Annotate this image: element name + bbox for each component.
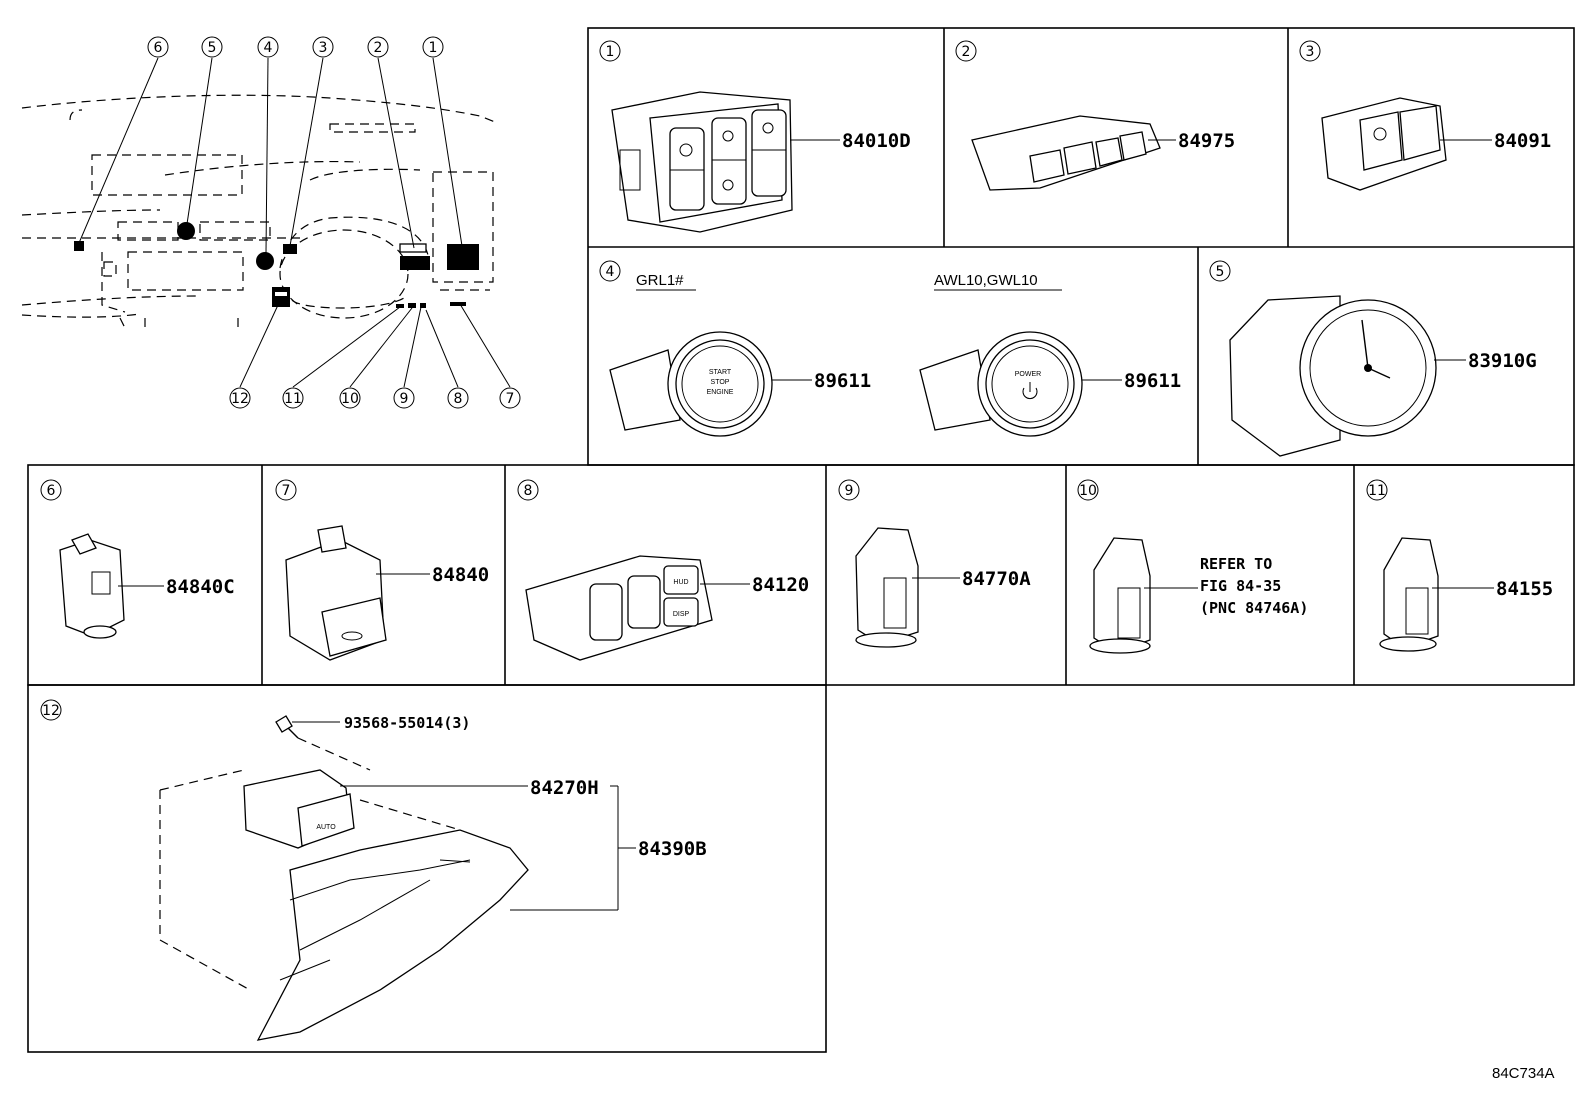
panel-6: 6 84840C — [40, 479, 235, 639]
variant-grl1: GRL1# — [636, 272, 684, 289]
panel-12: 12 93568-55014(3) AUTO 84270H 84390B — [40, 699, 707, 1041]
part-number-84091: 84091 — [1494, 130, 1551, 152]
panel-number: 1 — [606, 44, 615, 60]
refer-line-3: (PNC 84746A) — [1200, 599, 1308, 617]
refer-line-2: FIG 84-35 — [1200, 577, 1281, 595]
refer-line-1: REFER TO — [1200, 555, 1272, 573]
panel-4: 4 GRL1# AWL10,GWL10 START STOP ENGINE 89… — [599, 260, 1181, 437]
engine-label: ENGINE — [707, 389, 734, 396]
overview-callouts: 6 5 4 3 2 1 12 11 10 9 8 7 — [147, 36, 521, 409]
callout-7: 7 — [506, 391, 515, 407]
panel-5: 5 83910G — [1209, 260, 1537, 457]
panel-number: 5 — [1216, 264, 1225, 280]
variant-awl10-gwl10: AWL10,GWL10 — [934, 272, 1038, 289]
callout-6: 6 — [154, 40, 163, 56]
panel-2: 2 84975 — [955, 40, 1235, 191]
bolt-part-number: 93568-55014(3) — [344, 714, 470, 732]
panel-number: 7 — [282, 483, 291, 499]
panel-number: 4 — [606, 264, 615, 280]
panel-number: 9 — [845, 483, 854, 499]
panel-number: 10 — [1079, 483, 1097, 499]
callout-2: 2 — [374, 40, 383, 56]
callout-9: 9 — [400, 391, 409, 407]
auto-label: AUTO — [316, 824, 336, 831]
part-number-89611-a: 89611 — [814, 370, 871, 392]
callout-10: 10 — [341, 391, 359, 407]
part-number-83910G: 83910G — [1468, 350, 1537, 372]
stop-label: STOP — [711, 379, 730, 386]
callout-8: 8 — [454, 391, 463, 407]
part-number-84390B: 84390B — [638, 838, 707, 860]
callout-11: 11 — [284, 391, 302, 407]
panel-7: 7 84840 — [275, 479, 489, 661]
figure-code: 84C734A — [1492, 1065, 1555, 1082]
panel-number: 11 — [1368, 483, 1386, 499]
panel-number: 2 — [962, 44, 971, 60]
dashboard-overview — [21, 57, 511, 388]
part-number-84975: 84975 — [1178, 130, 1235, 152]
callout-5: 5 — [208, 40, 217, 56]
power-label: POWER — [1015, 371, 1041, 378]
part-number-84010D: 84010D — [842, 130, 911, 152]
hud-label: HUD — [673, 579, 688, 586]
panel-number: 6 — [47, 483, 56, 499]
part-number-84270H: 84270H — [530, 777, 599, 799]
callout-4: 4 — [264, 40, 273, 56]
disp-label: DISP — [673, 611, 690, 618]
part-number-84840C: 84840C — [166, 576, 235, 598]
panel-3: 3 84091 — [1299, 40, 1551, 191]
panel-number: 12 — [42, 703, 60, 719]
callout-3: 3 — [319, 40, 328, 56]
panel-10: 10 REFER TO FIG 84-35 (PNC 84746A) — [1077, 479, 1308, 654]
panel-number: 3 — [1306, 44, 1315, 60]
part-number-89611-b: 89611 — [1124, 370, 1181, 392]
panel-8: 8 HUD DISP 84120 — [517, 479, 809, 661]
part-number-84120: 84120 — [752, 574, 809, 596]
panel-9: 9 84770A — [838, 479, 1031, 648]
part-number-84840: 84840 — [432, 564, 489, 586]
panel-11: 11 84155 — [1366, 479, 1553, 652]
panel-grid — [27, 27, 1575, 1053]
callout-12: 12 — [231, 391, 249, 407]
part-number-84155: 84155 — [1496, 578, 1553, 600]
part-number-84770A: 84770A — [962, 568, 1031, 590]
start-label: START — [709, 369, 732, 376]
panel-1: 1 84010D — [599, 40, 911, 233]
callout-1: 1 — [429, 40, 438, 56]
panel-number: 8 — [524, 483, 533, 499]
